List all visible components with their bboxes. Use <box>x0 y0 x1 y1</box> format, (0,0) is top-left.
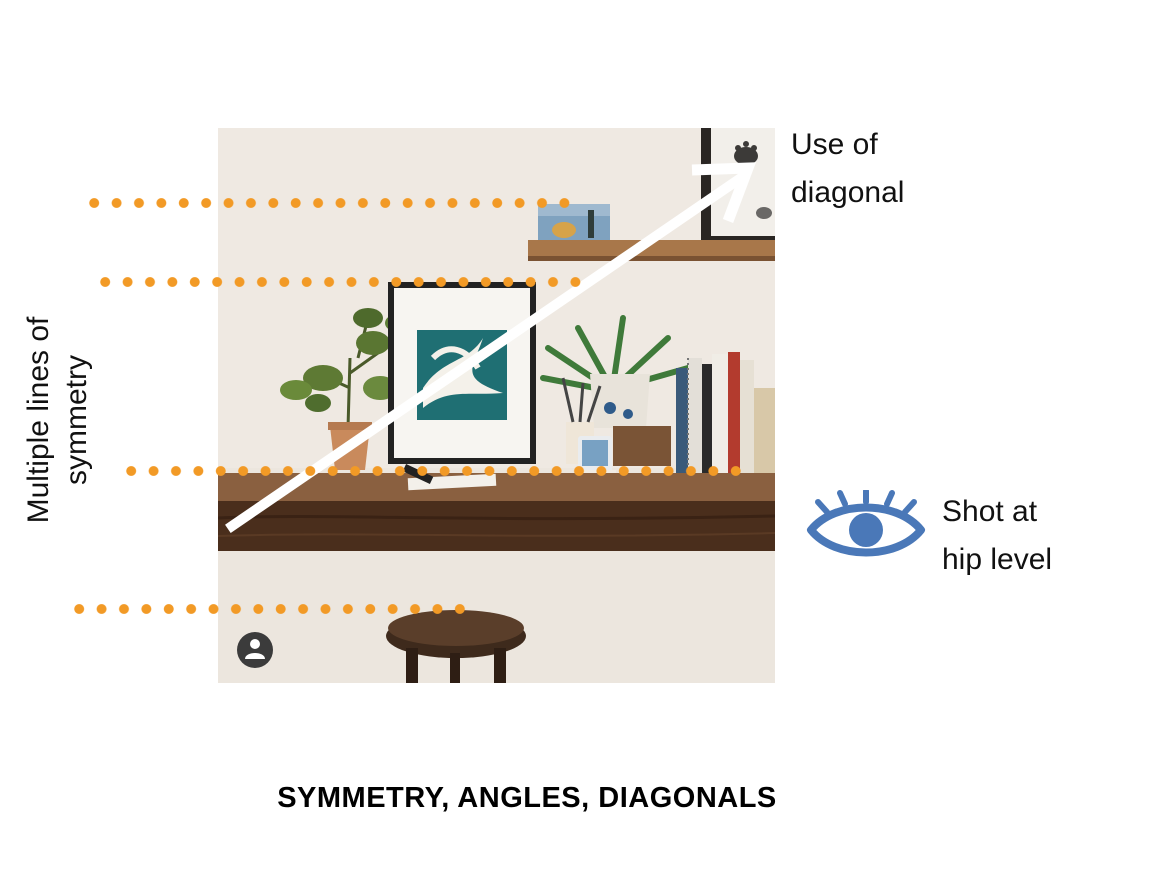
diagonal-label-line-2: diagonal <box>791 176 905 209</box>
hip-level-label: Shot at hip level <box>942 488 1052 584</box>
stool <box>386 610 526 683</box>
upper-shelf <box>528 240 775 260</box>
diagonal-label: Use of diagonal <box>791 121 904 217</box>
fern-plant <box>540 315 691 428</box>
symmetry-dotted-line-3 <box>120 465 742 477</box>
hip-label-line-1: Shot at <box>942 495 1038 528</box>
symmetry-label-line-1: Multiple lines of <box>22 316 55 524</box>
symmetry-label: Multiple lines of symmetry <box>20 317 96 524</box>
symmetry-dotted-line-4 <box>68 603 466 615</box>
caption-heading: SYMMETRY, ANGLES, DIAGONALS <box>277 782 777 814</box>
book-row <box>676 352 775 476</box>
symmetry-label-line-2: symmetry <box>60 355 93 486</box>
desk-shelf-photo <box>218 128 775 683</box>
user-avatar-icon <box>237 632 273 668</box>
symmetry-dotted-line-1 <box>83 197 570 209</box>
hip-label-line-2: hip level <box>942 543 1053 576</box>
eye-icon <box>805 488 927 565</box>
photo-illustration <box>218 128 775 683</box>
symmetry-dotted-line-2 <box>94 276 581 288</box>
diagonal-label-line-1: Use of <box>791 128 878 161</box>
